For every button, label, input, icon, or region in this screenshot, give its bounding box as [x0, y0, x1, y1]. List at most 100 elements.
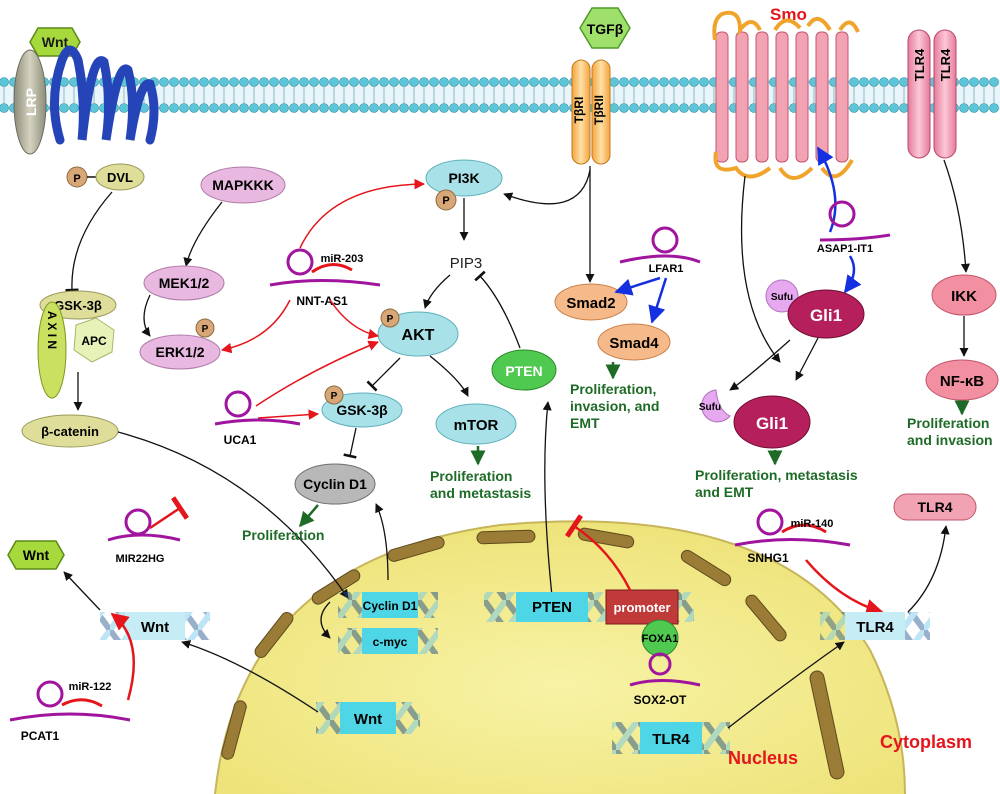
gli1-node-free: [733, 395, 811, 449]
foxa1-node: [641, 619, 679, 657]
svg-text:β-catenin: β-catenin: [41, 424, 99, 439]
cyclin-d1-gene: Cyclin D1: [363, 599, 418, 613]
pi3k-pathway: PI3K P PIP3 AKT P GSK-3β P Cyclin D1 Pro…: [214, 159, 591, 597]
svg-text:FOXA1: FOXA1: [642, 633, 679, 645]
svg-text:Proliferation: Proliferation: [907, 415, 989, 431]
smad2-node: [554, 283, 628, 321]
svg-text:invasion, and: invasion, and: [570, 398, 659, 414]
svg-text:A X I N: A X I N: [45, 311, 59, 349]
svg-text:SNHG1: SNHG1: [747, 551, 789, 565]
tgfb-pathway: Smad2 Smad4 LFAR1 Proliferation, invasio…: [554, 166, 701, 431]
svg-text:APC: APC: [81, 334, 107, 348]
svg-text:UCA1: UCA1: [224, 433, 257, 447]
svg-text:Gli1: Gli1: [756, 414, 788, 433]
svg-text:TLR4: TLR4: [912, 48, 927, 81]
svg-text:Proliferation, metastasis: Proliferation, metastasis: [695, 467, 858, 483]
svg-text:Wnt: Wnt: [42, 34, 69, 50]
svg-text:IKK: IKK: [951, 288, 977, 305]
svg-text:NF-κB: NF-κB: [940, 373, 984, 390]
promoter-box: [605, 589, 679, 625]
svg-text:Proliferation,: Proliferation,: [570, 381, 656, 397]
svg-text:Sufu: Sufu: [771, 292, 793, 303]
pten-gene: PTEN: [532, 599, 572, 616]
svg-text:miR-203: miR-203: [321, 253, 364, 265]
svg-text:Wnt: Wnt: [141, 619, 169, 636]
svg-text:Proliferation: Proliferation: [242, 527, 324, 543]
svg-text:Smad4: Smad4: [609, 335, 659, 352]
nucleus: Nucleus: [214, 520, 906, 794]
svg-text:and EMT: and EMT: [695, 484, 754, 500]
dvl-node: [95, 163, 145, 191]
svg-text:PI3K: PI3K: [448, 170, 479, 186]
sufu-node-bound: [765, 279, 799, 313]
svg-text:Smo: Smo: [770, 5, 807, 24]
svg-text:PCAT1: PCAT1: [21, 729, 60, 743]
svg-text:TLR4: TLR4: [918, 499, 953, 515]
wnt-secreted: [7, 540, 65, 570]
tlr4-gene: TLR4: [652, 731, 690, 748]
svg-text:Proliferation: Proliferation: [430, 468, 512, 484]
svg-text:ASAP1-IT1: ASAP1-IT1: [817, 243, 873, 255]
svg-text:promoter: promoter: [613, 600, 670, 615]
svg-text:PIP3: PIP3: [450, 255, 483, 272]
c-myc-gene: c-myc: [373, 635, 408, 649]
tlr4-receptor: TLR4 TLR4: [907, 29, 957, 159]
beta-catenin-node: [21, 414, 119, 448]
mapk-pathway: MAPKKK MEK1/2 ERK1/2 P: [139, 166, 286, 370]
ikk-node: [931, 274, 997, 316]
svg-text:NNT-AS1: NNT-AS1: [296, 294, 348, 308]
svg-text:mTOR: mTOR: [454, 417, 499, 434]
svg-text:miR-140: miR-140: [791, 518, 834, 530]
erk-node: [139, 334, 221, 370]
wnt-gene: Wnt: [354, 711, 382, 728]
svg-text:P: P: [331, 391, 338, 402]
tgfb-receptor: TGFβ TβRI TβRII: [571, 7, 631, 165]
smo-receptor: Smo: [712, 5, 860, 180]
svg-text:TLR4: TLR4: [938, 48, 953, 81]
tlr4-pathway: IKK NF-κB Proliferation and invasion TLR…: [734, 159, 999, 640]
pten-node: [491, 349, 557, 391]
svg-text:PTEN: PTEN: [505, 363, 542, 379]
svg-text:GSK-3β: GSK-3β: [54, 298, 102, 313]
svg-text:AKT: AKT: [402, 327, 435, 344]
wnt-pathway: Wnt LRP P DVL GSK-3β A X I N APC β-caten…: [7, 27, 349, 743]
svg-text:miR-122: miR-122: [69, 681, 112, 693]
svg-text:MAPKKK: MAPKKK: [212, 177, 273, 193]
mek-node: [143, 265, 225, 301]
cell-membrane: [0, 77, 1000, 113]
gli1-node-bound: [787, 289, 865, 339]
axin-node: [37, 301, 67, 399]
svg-text:EMT: EMT: [570, 415, 600, 431]
svg-text:SOX2-OT: SOX2-OT: [634, 693, 687, 707]
smad4-node: [597, 323, 671, 361]
svg-text:TLR4: TLR4: [856, 619, 894, 636]
svg-text:TGFβ: TGFβ: [587, 21, 624, 37]
cytoplasm-label: Cytoplasm: [880, 732, 972, 752]
svg-text:ERK1/2: ERK1/2: [155, 344, 204, 360]
svg-text:LFAR1: LFAR1: [649, 263, 684, 275]
lrp-receptor: [13, 49, 47, 155]
svg-text:Cyclin D1: Cyclin D1: [303, 476, 367, 492]
nuclear-genes: Cyclin D1 c-myc PTEN promoter FOXA1 SOX2…: [181, 514, 845, 754]
svg-text:P: P: [387, 314, 394, 325]
svg-text:TβRII: TβRII: [592, 95, 606, 125]
nfkb-node: [925, 359, 999, 401]
svg-text:GSK-3β: GSK-3β: [336, 402, 388, 418]
frizzled-receptor: [50, 45, 159, 145]
svg-text:MIR22HG: MIR22HG: [116, 553, 165, 565]
gsk3b-node: [321, 392, 403, 428]
nucleus-label: Nucleus: [728, 748, 798, 768]
svg-text:Gli1: Gli1: [810, 306, 842, 325]
svg-text:MEK1/2: MEK1/2: [159, 275, 210, 291]
svg-text:P: P: [202, 324, 209, 335]
mapkkk-node: [200, 166, 286, 204]
sufu-node-free: [701, 389, 731, 423]
svg-text:P: P: [73, 173, 80, 185]
apc-node: [73, 317, 115, 363]
svg-text:Smad2: Smad2: [566, 295, 615, 312]
svg-text:TβRI: TβRI: [572, 97, 586, 124]
hedgehog-pathway: ASAP1-IT1 Sufu Gli1 Sufu Gli1 Proliferat…: [695, 146, 891, 500]
tlr4-protein: [893, 493, 977, 521]
svg-text:Sufu: Sufu: [699, 402, 721, 413]
